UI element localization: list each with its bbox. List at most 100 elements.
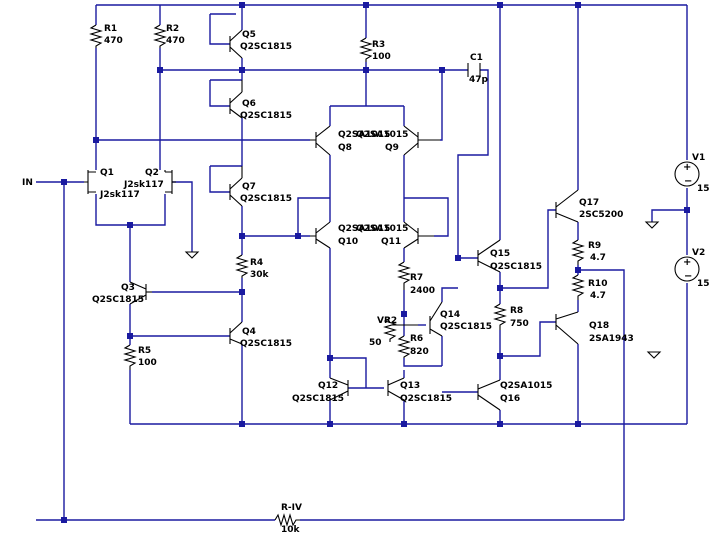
q11-part: Q2SA1015 [356, 224, 408, 234]
q4-part: Q2SC1815 [240, 339, 292, 349]
voltage-sources: + − + − [674, 161, 700, 282]
riv-ref: R-IV [281, 503, 302, 513]
ground-icon [644, 221, 660, 229]
r7-ref: R7 [410, 273, 423, 283]
svg-text:+: + [683, 257, 691, 268]
labels: IN Q1 J2sk117 Q2 J2sk117 Q3 Q2SC1815 Q4 … [22, 24, 709, 535]
q7-symbol [229, 177, 243, 207]
q17-symbol [555, 189, 579, 223]
q1-part: J2sk117 [99, 190, 140, 200]
q2-part: J2sk117 [123, 180, 164, 190]
q2-symbol [164, 170, 176, 194]
r7-symbol [397, 261, 411, 290]
r10-symbol [571, 274, 585, 300]
ground-icon [184, 251, 200, 259]
q7-part: Q2SC1815 [240, 194, 292, 204]
q10-part: Q2SA1015 [338, 224, 390, 234]
r9-value: 4.7 [590, 253, 606, 263]
wires [36, 4, 688, 521]
r3-ref: R3 [372, 40, 385, 50]
q1-ref: Q1 [100, 168, 114, 178]
q8-ref: Q8 [338, 143, 352, 153]
q3-part: Q2SC1815 [92, 295, 144, 305]
v1-ref: V1 [692, 153, 705, 163]
r5-ref: R5 [138, 346, 151, 356]
q17-part: 2SC5200 [579, 210, 623, 220]
input-label: IN [22, 178, 33, 188]
junctions [61, 2, 690, 523]
r9-ref: R9 [588, 241, 601, 251]
q4-symbol [229, 321, 243, 345]
q6-ref: Q6 [242, 99, 256, 109]
v1-symbol [674, 161, 700, 187]
q8-symbol [310, 125, 331, 156]
r9-symbol [571, 239, 585, 265]
q15-symbol [477, 239, 501, 273]
q18-ref: Q18 [589, 321, 609, 331]
svg-text:−: − [684, 176, 692, 187]
q14-symbol [429, 301, 443, 337]
riv-symbol [274, 513, 300, 527]
q12-symbol [329, 377, 349, 401]
r4-value: 30k [250, 270, 270, 280]
q10-ref: Q10 [338, 237, 358, 247]
ground-icon [646, 351, 662, 359]
q6-symbol [229, 91, 243, 119]
r7-value: 2400 [410, 286, 435, 296]
r8-symbol [493, 303, 507, 330]
q11-symbol [403, 221, 434, 249]
r2-ref: R2 [166, 24, 179, 34]
r6-value: 820 [410, 347, 429, 357]
r8-value: 750 [510, 319, 529, 329]
r10-ref: R10 [588, 279, 607, 289]
r3-value: 100 [372, 52, 391, 62]
r10-value: 4.7 [590, 291, 606, 301]
q16-ref: Q16 [500, 394, 520, 404]
r5-value: 100 [138, 358, 157, 368]
q8-part: Q2SA1015 [338, 130, 390, 140]
r4-ref: R4 [250, 258, 263, 268]
q10-symbol [310, 221, 331, 249]
r2-symbol [153, 24, 167, 48]
r1-ref: R1 [104, 24, 117, 34]
q12-part: Q2SC1815 [292, 394, 344, 404]
c1-ref: C1 [470, 53, 483, 63]
q13-symbol [387, 377, 405, 401]
r4-symbol [235, 254, 249, 278]
q6-part: Q2SC1815 [240, 111, 292, 121]
q16-part: Q2SA1015 [500, 381, 552, 391]
q15-part: Q2SC1815 [490, 262, 542, 272]
q13-part: Q2SC1815 [400, 394, 452, 404]
r6-symbol [397, 335, 411, 358]
q7-ref: Q7 [242, 182, 256, 192]
r1-symbol [89, 24, 103, 48]
capacitor-c1-symbol [467, 63, 481, 77]
q2-ref: Q2 [145, 168, 159, 178]
r5-symbol [123, 344, 137, 370]
q5-part: Q2SC1815 [240, 42, 292, 52]
q12-ref: Q12 [318, 381, 338, 391]
svg-text:+: + [683, 162, 691, 173]
q16-symbol [477, 379, 501, 411]
vr2-ref: VR2 [377, 316, 397, 326]
q15-ref: Q15 [490, 249, 510, 259]
q5-symbol [229, 29, 243, 59]
q17-ref: Q17 [579, 198, 599, 208]
q9-part: Q2SA1015 [356, 130, 408, 140]
r2-value: 470 [166, 36, 185, 46]
q11-ref: Q11 [381, 237, 401, 247]
q13-ref: Q13 [400, 381, 420, 391]
q3-ref: Q3 [121, 283, 135, 293]
r6-ref: R6 [410, 334, 423, 344]
q5-ref: Q5 [242, 30, 256, 40]
r3-symbol [359, 37, 373, 62]
riv-value: 10k [281, 525, 301, 535]
resistor-symbols [89, 24, 585, 527]
v2-value: 15 [697, 279, 709, 289]
transistor-symbols [84, 29, 579, 411]
q9-symbol [403, 125, 440, 156]
vr2-value: 50 [369, 338, 382, 348]
svg-text:−: − [684, 271, 692, 282]
q9-ref: Q9 [385, 143, 399, 153]
